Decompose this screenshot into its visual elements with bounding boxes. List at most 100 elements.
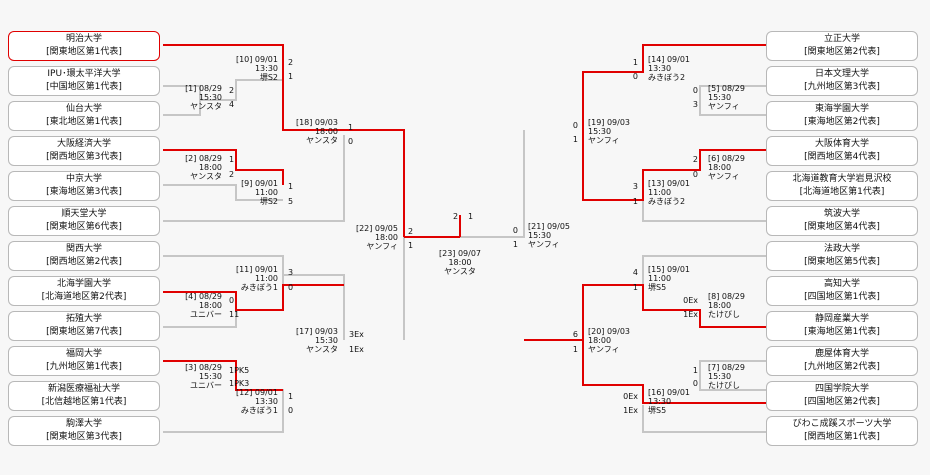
team-nippon-bunri[interactable]: 日本文理大学[九州地区第3代表] xyxy=(766,66,918,96)
team-rep: [関西地区第3代表] xyxy=(46,152,122,162)
score: 1Ex xyxy=(623,406,638,415)
team-chukyo[interactable]: 中京大学 [東海地区第3代表] xyxy=(8,171,160,201)
team-rep: [関東地区第5代表] xyxy=(804,257,880,267)
score: 1 xyxy=(288,392,294,401)
team-fukuoka[interactable]: 福岡大学[九州地区第1代表] xyxy=(8,346,160,376)
score: 1 xyxy=(288,182,294,191)
team-tokai-gakuen[interactable]: 東海学園大学[東海地区第2代表] xyxy=(766,101,918,131)
team-hosei[interactable]: 法政大学[関東地区第5代表] xyxy=(766,241,918,271)
score: 1 xyxy=(348,123,354,132)
score: 0Ex xyxy=(623,392,638,401)
team-name: 四国学院大学 xyxy=(814,384,869,394)
team-rep: [関東地区第3代表] xyxy=(46,432,122,442)
team-rep: [九州地区第2代表] xyxy=(804,362,880,372)
score: 2 xyxy=(453,212,459,221)
team-name: びわこ成蹊スポーツ大学 xyxy=(792,419,892,429)
team-tsukuba[interactable]: 筑波大学[関東地区第4代表] xyxy=(766,206,918,236)
score: 3 xyxy=(288,268,294,277)
score: 5 xyxy=(288,197,294,206)
team-kochi[interactable]: 高知大学[四国地区第1代表] xyxy=(766,276,918,306)
team-name: 北海道教育大学岩見沢校 xyxy=(792,174,892,184)
score: 0 xyxy=(288,283,294,292)
team-name: 拓殖大学 xyxy=(65,314,102,324)
team-meiji[interactable]: 明治大学 [関東地区第1代表] xyxy=(8,31,160,61)
score: 1 xyxy=(408,241,414,250)
team-komazawa[interactable]: 駒澤大学[関東地区第3代表] xyxy=(8,416,160,446)
score: 3 xyxy=(692,100,698,109)
score: 1 xyxy=(572,345,578,354)
team-name: 鹿屋体育大学 xyxy=(814,349,869,359)
score: 6 xyxy=(572,330,578,339)
team-rep: [関西地区第1代表] xyxy=(804,432,880,442)
score: 2 xyxy=(229,86,235,95)
score: 2 xyxy=(692,155,698,164)
team-rep: [関東地区第6代表] xyxy=(46,222,122,232)
team-name: 立正大学 xyxy=(823,34,860,44)
score: 3Ex xyxy=(349,330,364,339)
team-osaka-taiiku[interactable]: 大阪体育大学 [関西地区第4代表] xyxy=(766,136,918,166)
team-ipu[interactable]: IPU･環太平洋大学[中国地区第1代表] xyxy=(8,66,160,96)
team-name: 関西大学 xyxy=(65,244,102,254)
score: 0 xyxy=(288,406,294,415)
score: 11 xyxy=(229,310,240,319)
team-name: 中京大学 xyxy=(65,174,102,184)
team-rep: [関西地区第4代表] xyxy=(804,152,880,162)
team-rep: [九州地区第1代表] xyxy=(46,362,122,372)
score: 1 xyxy=(632,283,638,292)
team-kansai[interactable]: 関西大学 [関西地区第2代表] xyxy=(8,241,160,271)
score: 1PK5 xyxy=(229,366,250,375)
team-rep: [東海地区第3代表] xyxy=(46,187,122,197)
team-hokkaido-kyoiku[interactable]: 北海道教育大学岩見沢校[北海道地区第1代表] xyxy=(766,171,918,201)
team-rissho[interactable]: 立正大学[関東地区第2代表] xyxy=(766,31,918,61)
team-kanoya[interactable]: 鹿屋体育大学 [九州地区第2代表] xyxy=(766,346,918,376)
team-takushoku[interactable]: 拓殖大学 [関東地区第7代表] xyxy=(8,311,160,341)
team-name: 静岡産業大学 xyxy=(814,314,869,324)
team-sendai[interactable]: 仙台大学[東北地区第1代表] xyxy=(8,101,160,131)
team-rep: [四国地区第2代表] xyxy=(804,397,880,407)
team-rep: [関西地区第2代表] xyxy=(46,257,122,267)
team-rep: [東海地区第2代表] xyxy=(804,117,880,127)
score: 0 xyxy=(692,379,698,388)
team-rep: [関東地区第7代表] xyxy=(46,327,122,337)
score: 0 xyxy=(692,86,698,95)
team-shikoku-gakuin[interactable]: 四国学院大学 [四国地区第2代表] xyxy=(766,381,918,411)
team-niigata-iryo[interactable]: 新潟医療福祉大学[北信越地区第1代表] xyxy=(8,381,160,411)
team-hokkai-gakuen[interactable]: 北海学園大学[北海道地区第2代表] xyxy=(8,276,160,306)
score: 2 xyxy=(229,170,235,179)
score: 3 xyxy=(632,182,638,191)
team-juntendo[interactable]: 順天堂大学 [関東地区第6代表] xyxy=(8,206,160,236)
team-name: 明治大学 xyxy=(65,34,102,44)
team-rep: [関東地区第1代表] xyxy=(46,47,122,57)
score: 2 xyxy=(288,58,294,67)
bracket-lines-red xyxy=(163,44,766,404)
team-name: 順天堂大学 xyxy=(61,209,107,219)
team-name: 新潟医療福祉大学 xyxy=(47,384,120,394)
team-rep: [九州地区第3代表] xyxy=(804,82,880,92)
team-osaka-keizai[interactable]: 大阪経済大学 [関西地区第3代表] xyxy=(8,136,160,166)
team-name: 大阪体育大学 xyxy=(814,139,869,149)
score: 4 xyxy=(632,268,638,277)
team-name: 大阪経済大学 xyxy=(56,139,111,149)
score: 1Ex xyxy=(683,310,698,319)
team-biwako-seikei[interactable]: びわこ成蹊スポーツ大学 [関西地区第1代表] xyxy=(766,416,918,446)
score: 1 xyxy=(572,135,578,144)
team-shizuoka-sangyo[interactable]: 静岡産業大学[東海地区第1代表] xyxy=(766,311,918,341)
score: 2 xyxy=(408,227,414,236)
score: 1 xyxy=(512,240,518,249)
team-name: 筑波大学 xyxy=(823,209,860,219)
